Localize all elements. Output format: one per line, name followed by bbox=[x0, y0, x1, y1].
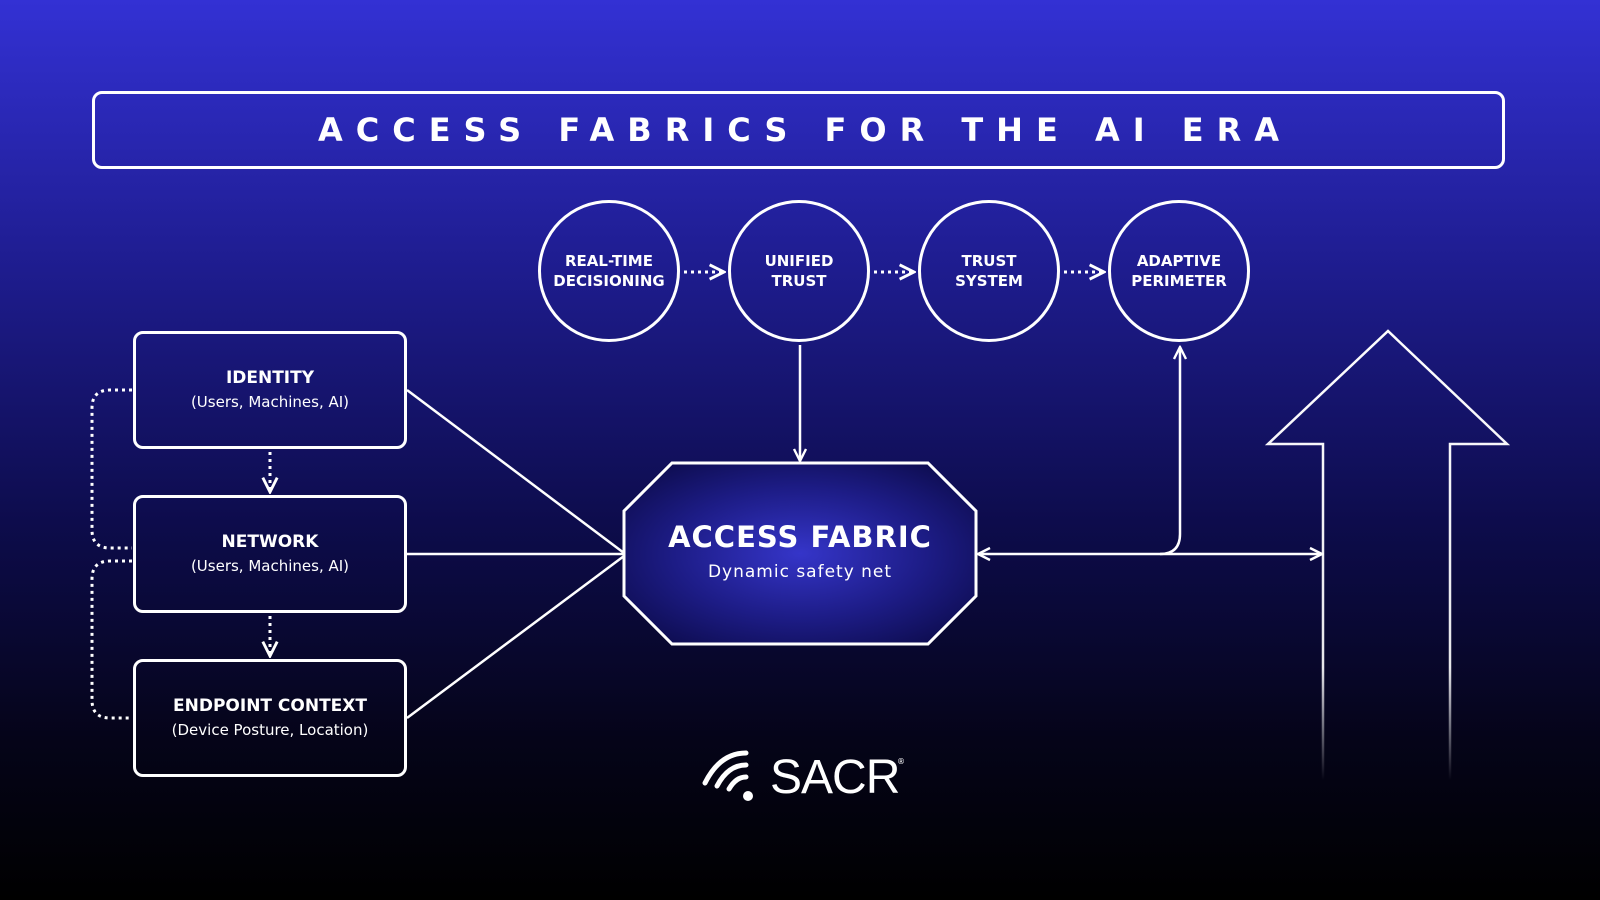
access-fabric-octagon bbox=[622, 461, 978, 646]
growth-up-arrow bbox=[1264, 329, 1511, 780]
circle-label-line2: SYSTEM bbox=[955, 272, 1023, 290]
identity-to-fabric-line bbox=[406, 389, 625, 554]
box-title: ENDPOINT CONTEXT bbox=[173, 696, 367, 716]
endpoint-to-fabric-line bbox=[406, 554, 625, 720]
registered-mark: ® bbox=[897, 757, 905, 766]
circle-label-line2: DECISIONING bbox=[553, 272, 665, 290]
circle-trust-system: TRUST SYSTEM bbox=[918, 200, 1060, 342]
endpoint-context-box: ENDPOINT CONTEXT (Device Posture, Locati… bbox=[133, 659, 407, 777]
fabric-title: ACCESS FABRIC bbox=[668, 520, 932, 554]
circle-label-line2: PERIMETER bbox=[1131, 272, 1227, 290]
sacr-signal-icon bbox=[702, 750, 753, 801]
fabric-to-perimeter-arrow bbox=[1159, 347, 1180, 556]
access-fabric-node: ACCESS FABRIC Dynamic safety net bbox=[624, 462, 976, 644]
identity-network-loop bbox=[90, 388, 132, 550]
fabric-subtitle: Dynamic safety net bbox=[707, 562, 893, 582]
network-box: NETWORK (Users, Machines, AI) bbox=[133, 495, 407, 613]
box-title: IDENTITY bbox=[225, 368, 315, 388]
circle-label-line2: TRUST bbox=[771, 272, 827, 290]
circle-adaptive-perimeter: ADAPTIVE PERIMETER bbox=[1108, 200, 1250, 342]
box-subtitle: (Users, Machines, AI) bbox=[190, 557, 350, 575]
circle-real-time-decisioning: REAL-TIME DECISIONING bbox=[538, 200, 680, 342]
sacr-logo-text: SACR bbox=[770, 751, 900, 804]
box-subtitle: (Device Posture, Location) bbox=[171, 721, 369, 739]
title-banner: ACCESS FABRICS FOR THE AI ERA bbox=[92, 91, 1505, 169]
circle-unified-trust: UNIFIED TRUST bbox=[728, 200, 870, 342]
identity-box: IDENTITY (Users, Machines, AI) bbox=[133, 331, 407, 449]
box-title: NETWORK bbox=[221, 532, 319, 552]
page-title: ACCESS FABRICS FOR THE AI ERA bbox=[317, 111, 1293, 149]
circle-label-line1: UNIFIED bbox=[764, 252, 834, 270]
circle-label-line1: TRUST bbox=[961, 252, 1017, 270]
circle-label-line1: ADAPTIVE bbox=[1136, 252, 1222, 270]
network-endpoint-loop bbox=[90, 559, 132, 720]
box-subtitle: (Users, Machines, AI) bbox=[190, 393, 350, 411]
circle-label-line1: REAL-TIME bbox=[565, 252, 653, 270]
